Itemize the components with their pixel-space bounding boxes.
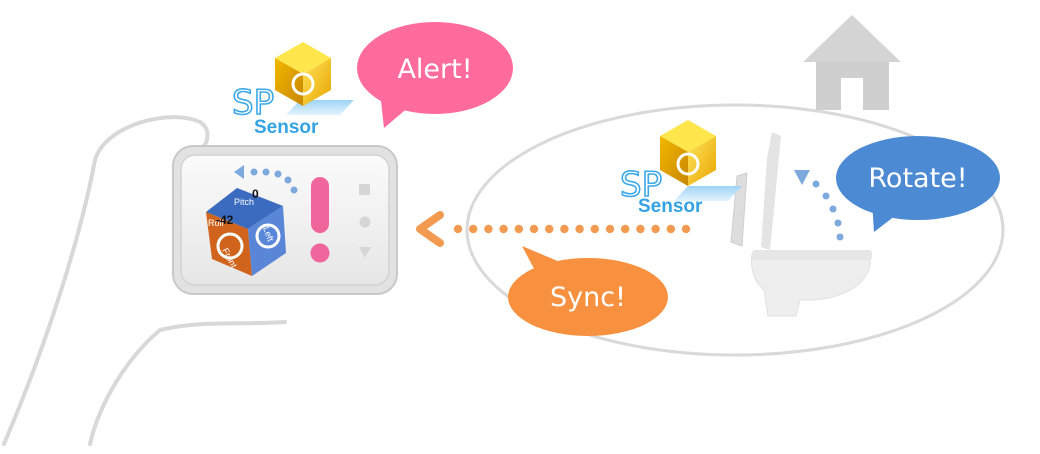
house-icon [803,15,901,110]
sync-dot [484,224,493,234]
sp-sensor-logo-room-sp: SP [620,165,662,205]
screen-indicator-icons [359,184,371,258]
sp-sensor-logo: SP Sensor [231,42,354,138]
cube-left-label: Roll [208,218,224,228]
rotate-bubble: Rotate! [836,136,1000,232]
toilet-sensor-icon [730,172,748,247]
sync-bubble-text: Sync! [550,282,626,313]
cube-top-label: Pitch [234,197,254,207]
sync-arrow [416,211,691,247]
sync-dot [590,224,599,234]
exclamation-icon [310,177,330,263]
sync-dot [681,224,691,234]
cube-right-label: Left [261,225,276,243]
cube-top-value: 0 [252,187,259,201]
sync-dot [560,224,569,234]
sync-dot [636,224,645,234]
cube-left-value: -42 [216,213,234,227]
alert-bubble-text: Alert! [397,54,472,85]
toilet-rotation-arrow-icon [794,170,844,241]
sync-arrow-dots [453,224,691,234]
sync-dot [575,224,584,234]
sync-dot [545,224,554,234]
toilet-icon [751,132,872,317]
sp-sensor-logo-room: SP Sensor [619,120,742,217]
sp-sensor-logo-label: Sensor [254,117,319,138]
sync-dot [499,224,508,234]
hand-outline [2,115,287,446]
sync-dot [453,224,463,234]
sync-dot [605,224,615,234]
sync-dot [529,224,539,234]
sync-dot [621,224,630,234]
sync-dot [469,224,478,234]
sync-bubble: Sync! [508,246,668,336]
sp-sensor-logo-room-label: Sensor [638,196,703,217]
alert-bubble: Alert! [357,22,513,128]
sync-dot [666,224,675,234]
sp-sensor-logo-sp: SP [232,83,274,123]
orientation-cube-icon: Pitch 0 Roll -42 Front Left [206,187,286,276]
rotate-bubble-text: Rotate! [868,163,967,194]
sync-dot [651,224,660,234]
phone-rotation-arrow-icon [234,165,298,194]
sync-dot [514,224,523,234]
